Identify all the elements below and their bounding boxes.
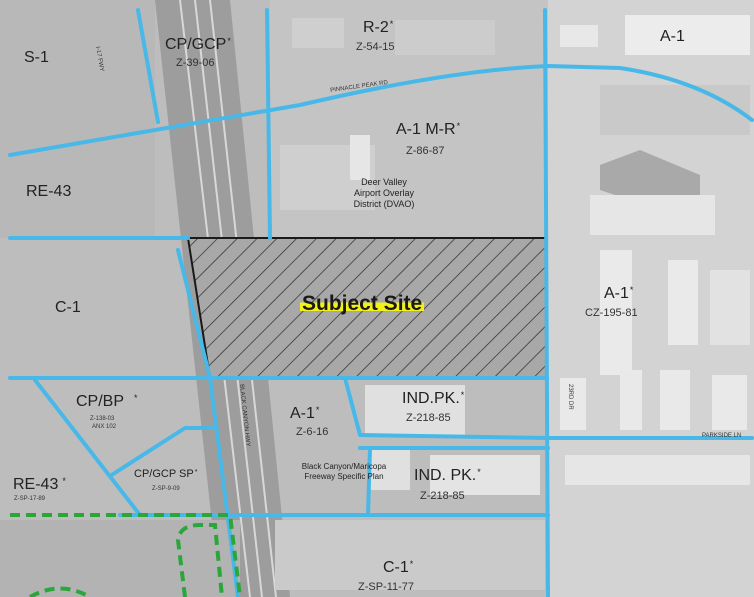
building: [712, 375, 747, 430]
boundary-east-column: [543, 8, 550, 597]
specific-plan-boundary: [10, 513, 242, 597]
zone-label: C-1*: [383, 559, 414, 576]
case-number: Z-218-85: [406, 412, 451, 424]
boundary-cpbp-re43: [33, 378, 142, 517]
boundary-s1-cpgcp: [136, 8, 160, 124]
sp-boundary-curve: [29, 586, 91, 597]
case-number: Z-6-16: [296, 426, 329, 438]
subject-site-label: Subject Site: [300, 292, 425, 315]
zone-label: A-1*: [290, 405, 320, 422]
building: [668, 260, 698, 345]
zone-label: IND. PK.*: [414, 467, 481, 484]
boundary-pinnacle-peak: [8, 64, 754, 157]
sp-boundary-main: [10, 513, 242, 597]
boundary-indpk-west2: [366, 446, 372, 517]
specific-plan-label: Black Canyon/Maricopa Freeway Specific P…: [301, 462, 387, 481]
case-number: Z-218-85: [420, 490, 465, 502]
building: [292, 18, 344, 48]
zone-label: S-1: [24, 49, 49, 66]
zone-label: A-1 M-R*: [396, 121, 461, 138]
road-label-23rd-dr: 23RD DR: [567, 384, 573, 410]
case-number: ANX 102: [92, 424, 117, 430]
case-number: CZ-195-81: [585, 307, 638, 319]
building: [660, 370, 690, 430]
west-terrain: [0, 0, 155, 238]
sp-boundary-inner: [175, 523, 224, 597]
zone-label: C-1: [55, 299, 81, 316]
zone-label: R-2*: [363, 19, 394, 36]
zone-label: RE-43*: [13, 476, 66, 493]
building: [620, 370, 642, 430]
building: [710, 270, 750, 345]
building: [350, 135, 370, 180]
southwest-terrain: [0, 520, 240, 597]
zone-label: CP/GCP SP*: [134, 468, 198, 480]
road-label-parkside: PARKSIDE LN: [702, 433, 742, 439]
case-number: Z-86-87: [406, 145, 445, 157]
boundary-indpk-south: [343, 376, 550, 440]
building: [365, 385, 465, 435]
building: [625, 15, 750, 55]
building: [560, 378, 586, 430]
building: [395, 20, 495, 55]
parking-lot: [275, 520, 545, 590]
zone-label: CP/GCP*: [165, 36, 231, 53]
case-number: Z-SP-9-09: [152, 486, 180, 492]
zone-label: RE-43: [26, 183, 72, 200]
boundary-cpgcpsp-north: [108, 426, 217, 478]
zone-label: A-1: [660, 28, 685, 45]
building: [590, 195, 715, 235]
building: [565, 455, 750, 485]
case-number: Z-138-03: [90, 416, 115, 422]
zone-label: CP/BP*: [76, 393, 138, 410]
zone-label: IND.PK.*: [402, 390, 465, 407]
zone-label: A-1*: [604, 285, 634, 302]
building: [370, 450, 410, 490]
case-number: Z-SP-17-89: [14, 496, 46, 502]
boundary-r2-west: [265, 8, 272, 240]
building: [560, 25, 598, 47]
building: [600, 85, 750, 135]
overlay-district-label: Deer Valley Airport Overlay District (DV…: [353, 177, 415, 209]
zoning-boundaries: [8, 8, 754, 597]
building: [430, 455, 540, 495]
building: [600, 250, 632, 375]
case-number: Z-54-15: [356, 41, 395, 53]
case-number: Z-39-06: [176, 57, 215, 69]
case-number: Z-SP-11-77: [358, 581, 415, 593]
